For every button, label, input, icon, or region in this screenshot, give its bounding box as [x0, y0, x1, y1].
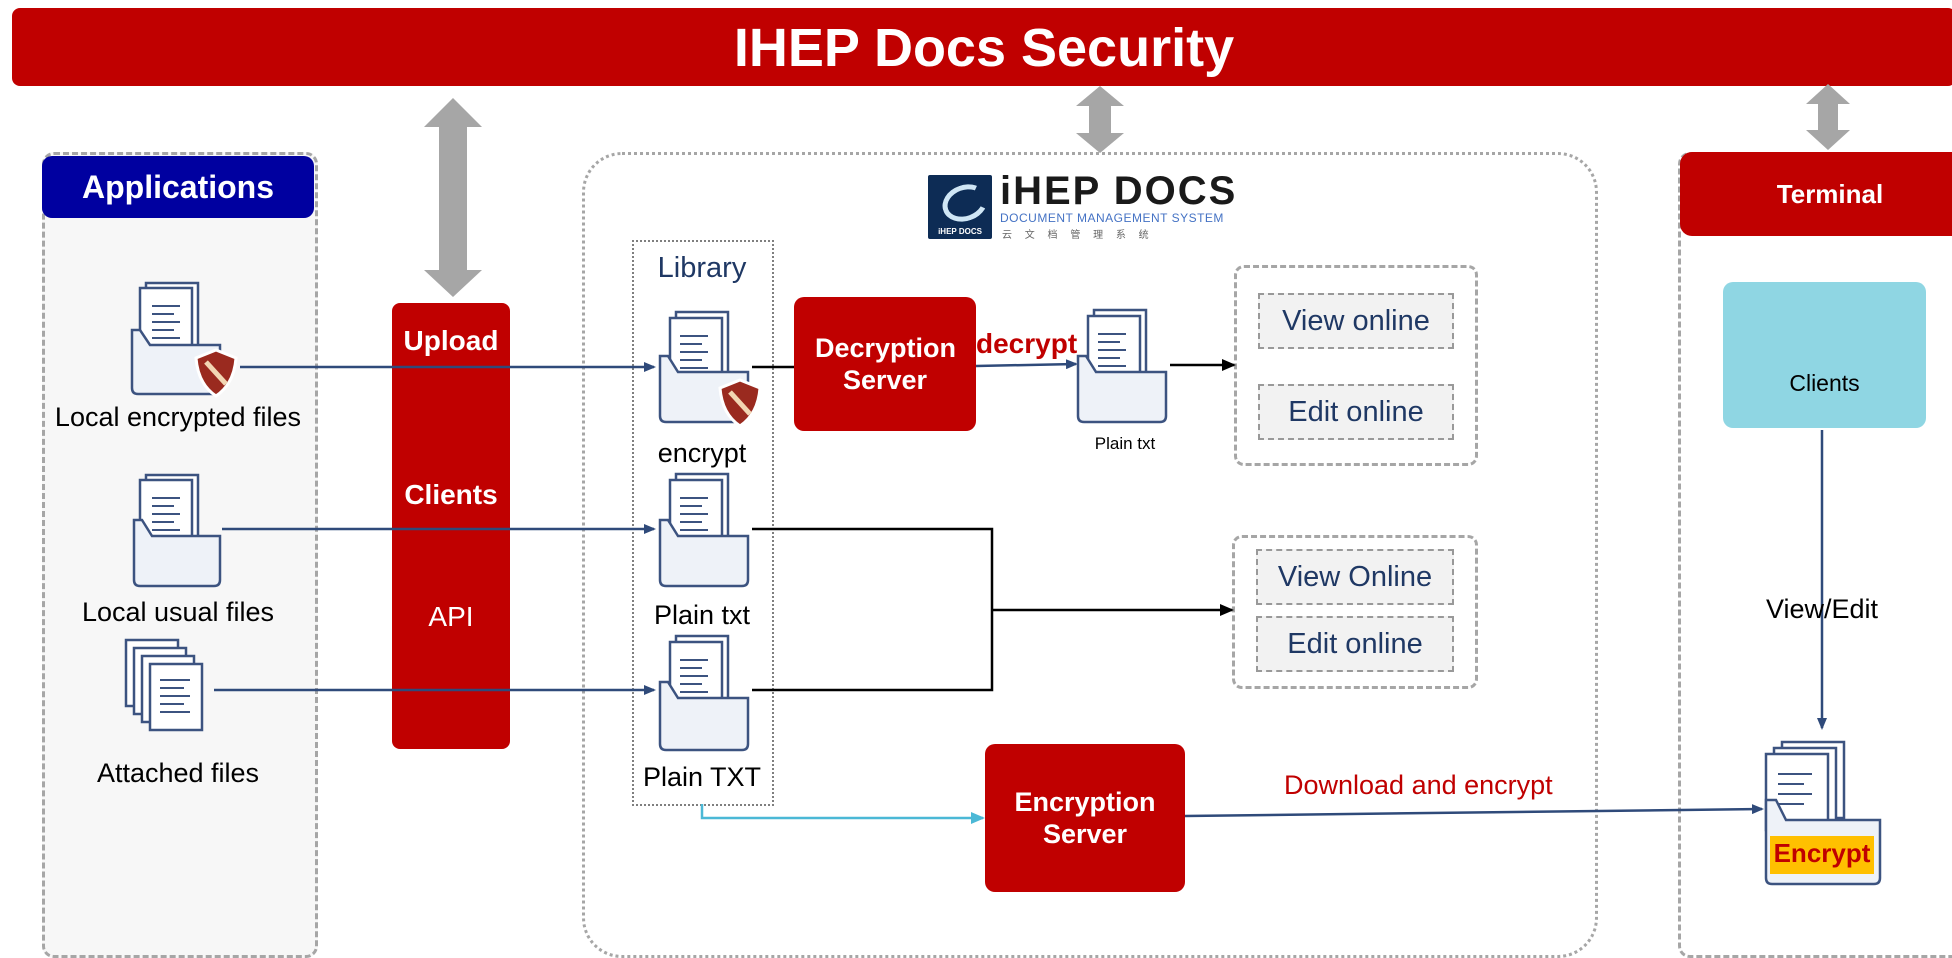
edit-online-button-1[interactable]: Edit online: [1258, 384, 1454, 440]
document-icon-library-plain-txt: [658, 634, 750, 752]
terminal-header: Terminal: [1680, 152, 1952, 236]
decrypt-label: decrypt: [976, 328, 1078, 359]
line-download-encrypt: [1184, 804, 1764, 818]
page-title: IHEP Docs Security: [12, 8, 1952, 86]
applications-header: Applications: [42, 156, 314, 218]
document-icon-library-encrypt: [658, 310, 762, 428]
grey-double-arrow-terminal: [1806, 84, 1850, 150]
api-label: API: [428, 601, 474, 632]
upload-label: Upload: [403, 325, 499, 356]
file-label-local-usual: Local usual files: [81, 597, 275, 627]
library-item-encrypt: encrypt: [657, 438, 747, 468]
line-library-to-encryption: [700, 804, 985, 824]
edit-online-button-2[interactable]: Edit online: [1256, 616, 1454, 672]
terminal-clients-label: Clients: [1789, 370, 1860, 396]
file-label-attached: Attached files: [96, 758, 260, 788]
logo-brand: iHEP DOCS: [1000, 169, 1238, 213]
document-icon-terminal-encrypt: [1764, 740, 1882, 886]
decryption-server: Decryption Server: [794, 297, 976, 431]
library-title: Library: [657, 252, 747, 284]
grey-double-arrow-upload: [424, 98, 482, 297]
line-plainTXT-to-group2: [752, 610, 994, 692]
document-icon-attached: [124, 638, 204, 732]
line-plaintxt-to-group2: [752, 527, 994, 610]
encryption-server: Encryption Server: [985, 744, 1185, 892]
document-icon-decrypted-plain: [1076, 308, 1168, 424]
terminal-encrypt-label: Encrypt: [1773, 838, 1871, 868]
upload-clients-api-block: Upload Clients API: [392, 303, 510, 749]
document-icon-local-usual: [132, 473, 222, 588]
ihep-docs-logo: iHEP DOCS iHEP DOCS DOCUMENT MANAGEMENT …: [928, 169, 1235, 241]
library-item-plain-txt: Plain txt: [653, 600, 751, 630]
file-label-local-encrypted: Local encrypted files: [54, 402, 302, 432]
terminal-clients-box: [1723, 282, 1926, 428]
view-online-button-2[interactable]: View Online: [1256, 549, 1454, 605]
download-encrypt-label: Download and encrypt: [1284, 770, 1553, 800]
logo-subtitle: DOCUMENT MANAGEMENT SYSTEM: [1000, 211, 1224, 225]
document-icon-library-plain: [658, 472, 750, 588]
view-edit-label: View/Edit: [1765, 594, 1879, 624]
line-decrypt-arrow: [975, 359, 1078, 370]
library-item-plain-TXT: Plain TXT: [642, 762, 762, 792]
plain-txt-small-label: Plain txt: [1094, 434, 1156, 453]
encryption-server-label: Encryption Server: [1014, 787, 1156, 849]
logo-chinese: 云 文 档 管 理 系 统: [1002, 230, 1149, 241]
logo-badge-text: iHEP DOCS: [938, 227, 982, 236]
grey-double-arrow-docs: [1076, 86, 1124, 153]
logo-badge: iHEP DOCS: [928, 175, 992, 239]
decryption-server-label: Decryption Server: [815, 333, 957, 395]
document-icon-local-encrypted: [130, 281, 238, 398]
connector-layer: [124, 84, 1882, 886]
view-online-button-1[interactable]: View online: [1258, 293, 1454, 349]
clients-label: Clients: [404, 479, 498, 510]
